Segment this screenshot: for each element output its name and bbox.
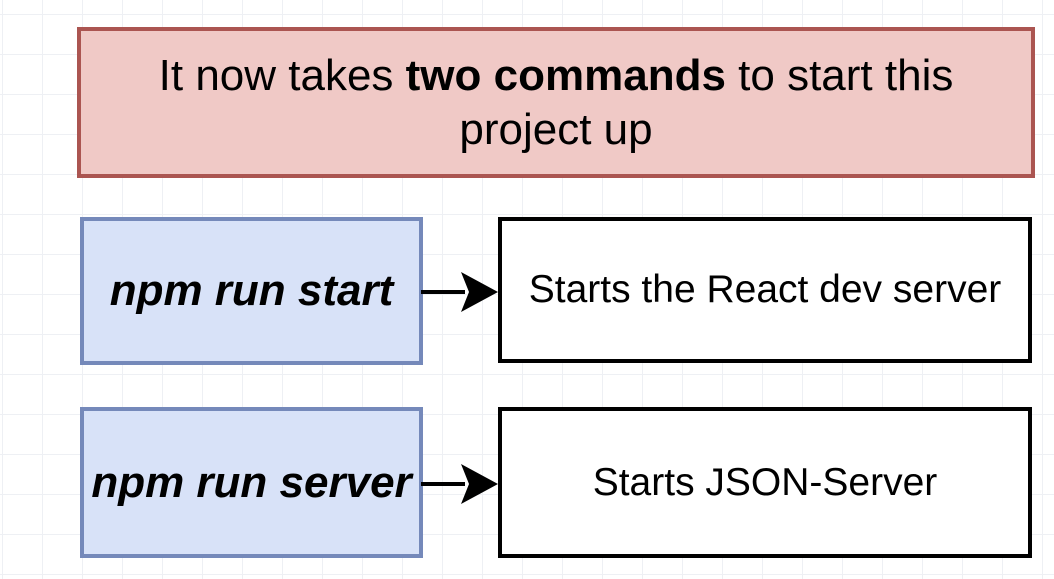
description-box-react-dev-server: Starts the React dev server xyxy=(498,217,1032,363)
command-label: npm run server xyxy=(91,457,412,507)
note-text-emphasis: two commands xyxy=(405,50,726,100)
command-box-npm-run-start: npm run start xyxy=(80,217,423,365)
description-box-json-server: Starts JSON-Server xyxy=(498,407,1032,558)
note-text: It now takes two commands to start this … xyxy=(116,49,996,156)
command-box-npm-run-server: npm run server xyxy=(80,407,423,558)
arrow-right-icon xyxy=(421,272,498,312)
note-box: It now takes two commands to start this … xyxy=(77,27,1035,178)
arrow-right-icon xyxy=(421,464,498,504)
note-text-prefix: It now takes xyxy=(158,50,406,100)
note-text-suffix: to start this project up xyxy=(459,50,954,154)
command-label: npm run start xyxy=(109,266,394,315)
description-label: Starts JSON-Server xyxy=(592,460,938,504)
description-label: Starts the React dev server xyxy=(528,268,1002,311)
